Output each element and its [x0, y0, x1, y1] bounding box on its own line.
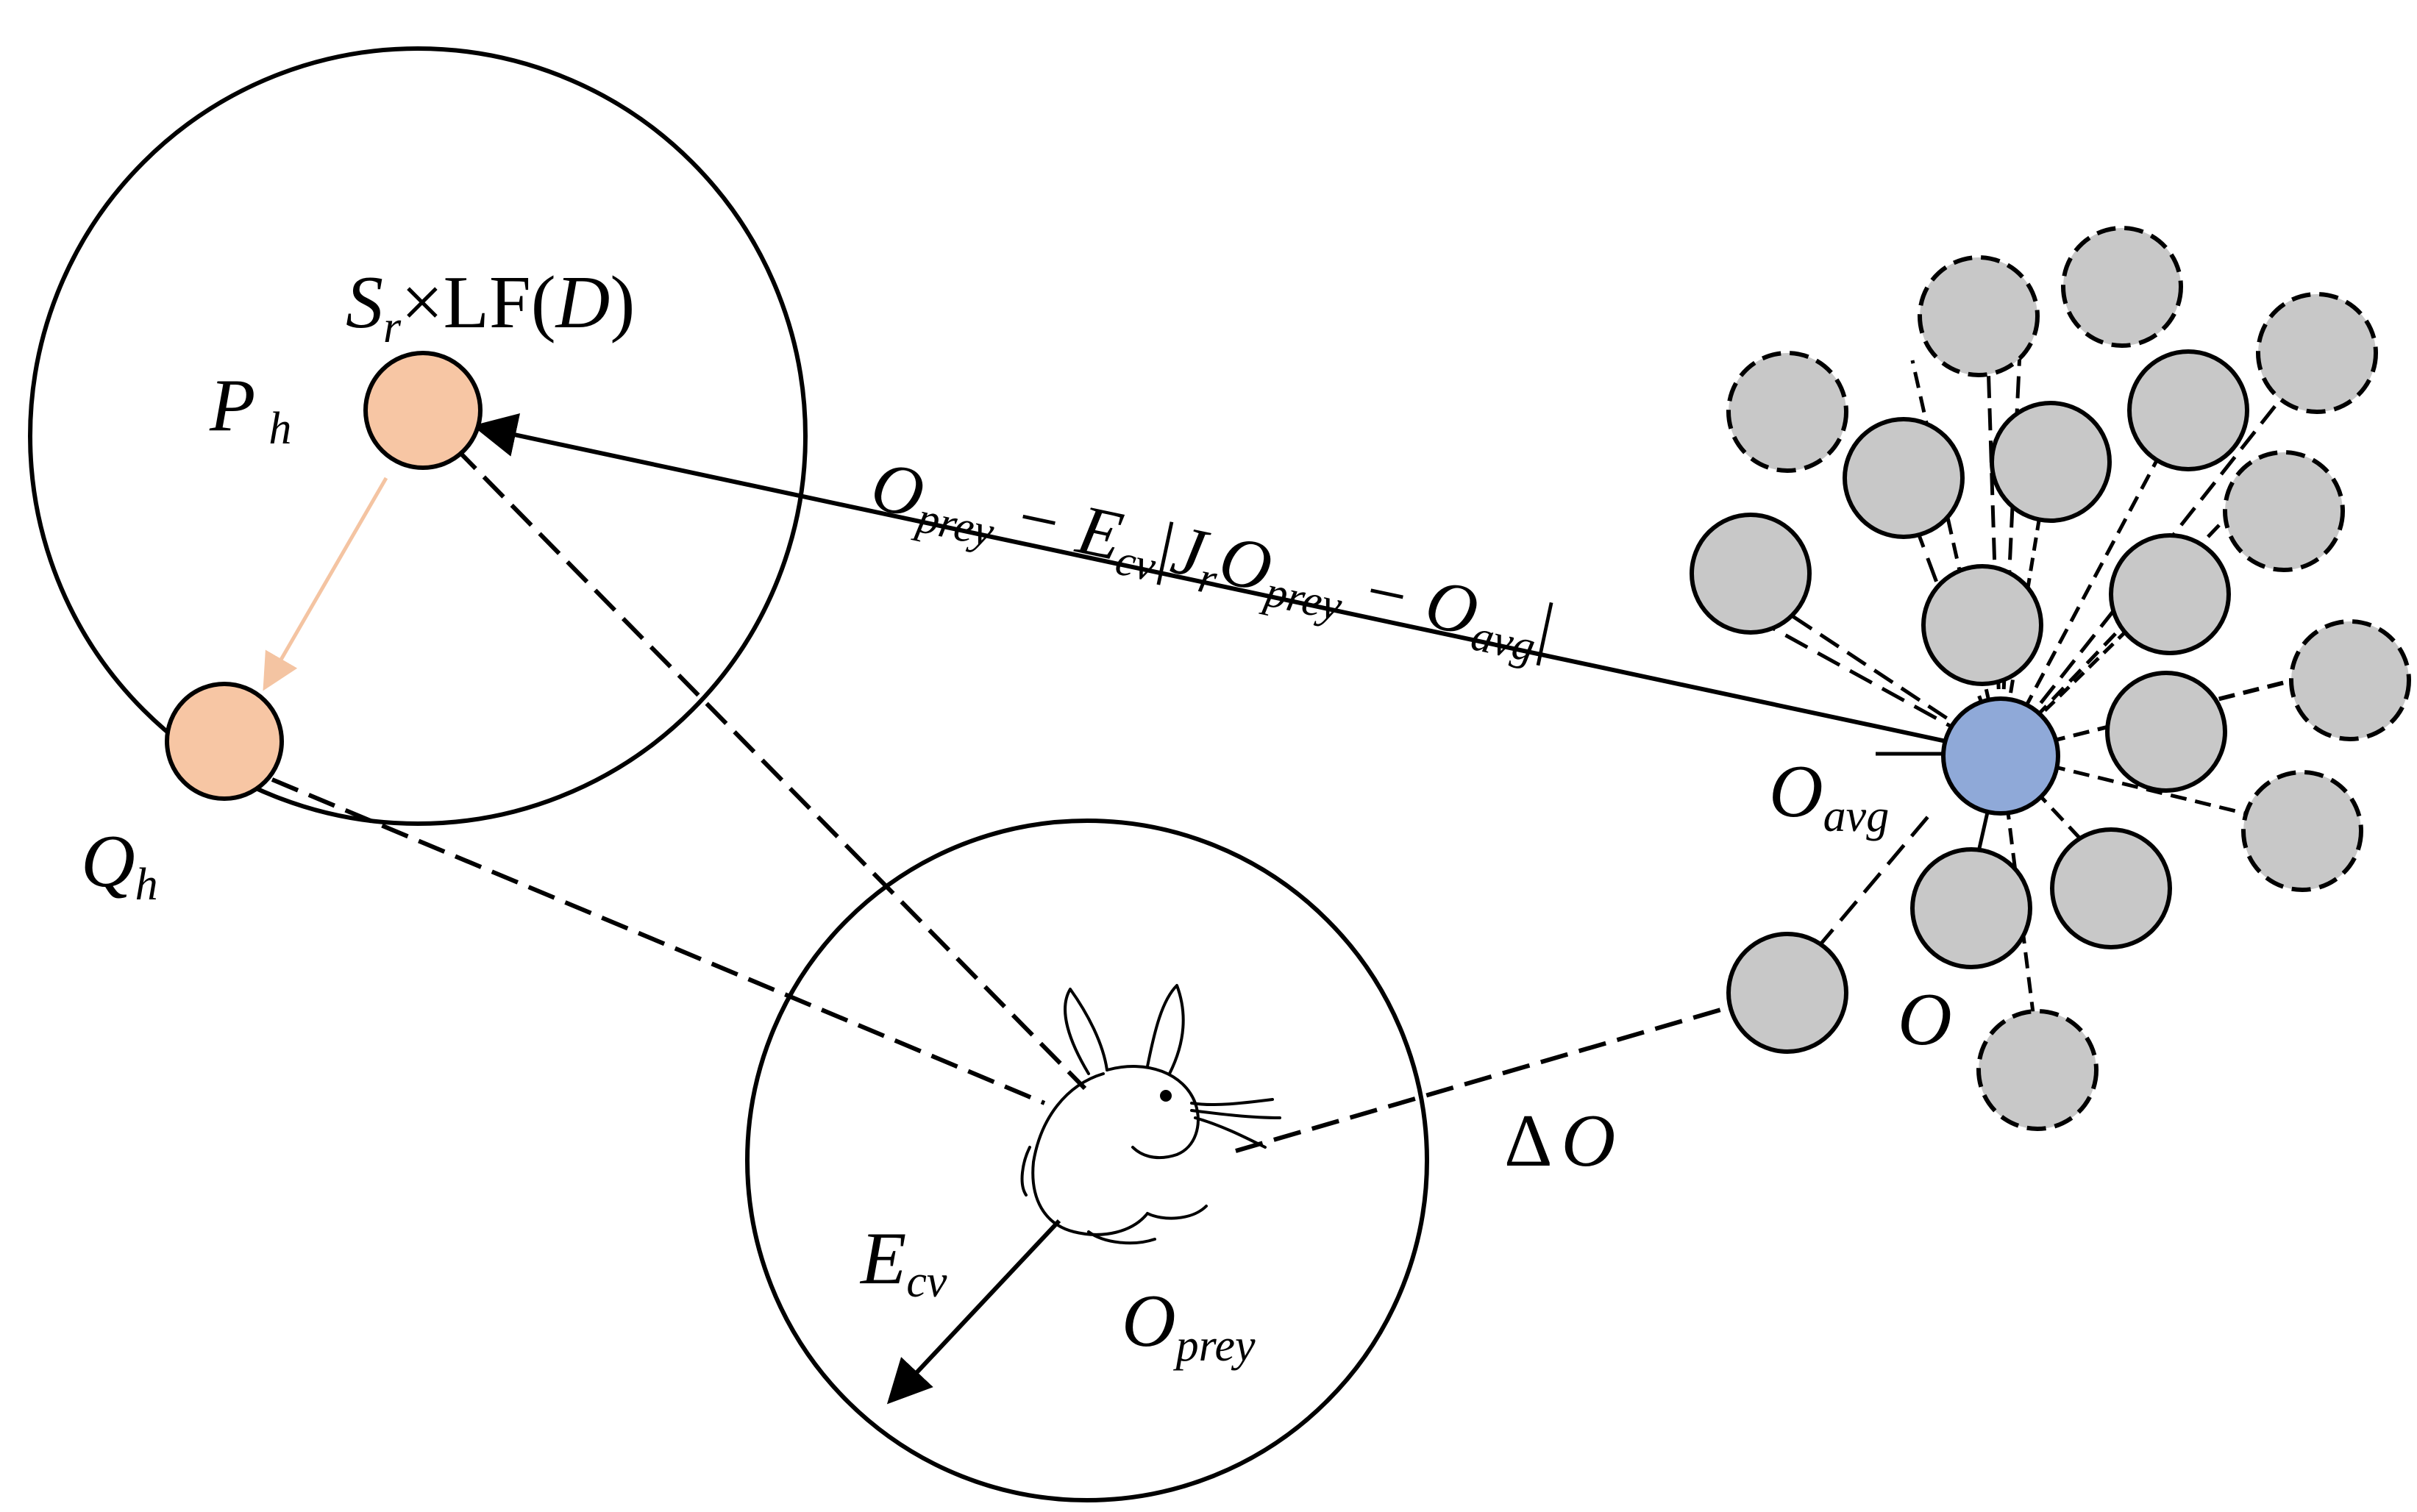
hunter-boundary-circle	[28, 46, 808, 826]
qh-label: Qh	[81, 820, 158, 910]
hunter-node-ph	[363, 351, 483, 470]
oprey-label: Oprey	[1122, 1280, 1256, 1371]
delta-o-dashed-line	[1235, 1005, 1729, 1153]
o-label: O	[1898, 978, 1952, 1061]
sr-lf-label: Sr×LF(D)	[346, 261, 635, 352]
ecv-label: Ecv	[859, 1217, 947, 1307]
hunter-move-arrow	[263, 477, 388, 691]
prey-boundary-circle	[745, 819, 1429, 1502]
oavg-label: Oavg	[1769, 750, 1889, 841]
ph-to-prey-dashed-line	[454, 446, 1087, 1091]
ecv-radius-arrow	[886, 1219, 1061, 1405]
average-node-oavg	[1941, 696, 2060, 816]
update-equation-label: Oprey − Ecv|JrOprey − Oavg|	[864, 446, 1562, 674]
hunter-node-qh	[165, 682, 284, 801]
svg-text:Oprey − Ecv|JrOprey − Oavg|: Oprey − Ecv|JrOprey − Oavg|	[864, 446, 1562, 674]
swarm-solid-nodes	[1690, 349, 2249, 1054]
main-update-arrow	[472, 413, 1954, 745]
swarm-dashed-nodes	[1726, 226, 2411, 1131]
swarm-member-to-average-line	[1815, 807, 1936, 950]
qh-to-prey-dashed-line	[271, 777, 1046, 1105]
rabbit-icon	[1020, 984, 1281, 1245]
